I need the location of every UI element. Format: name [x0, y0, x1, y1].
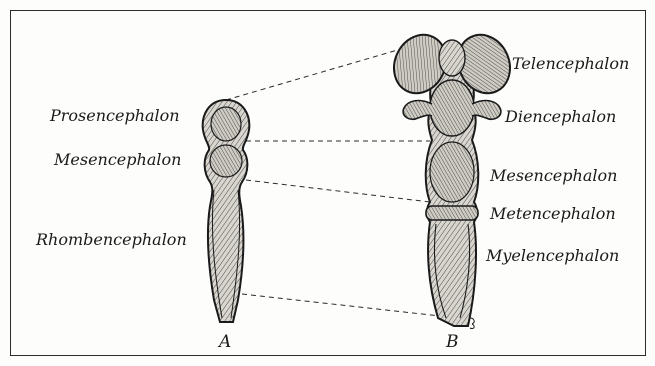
- label-diencephalon: Diencephalon: [505, 109, 616, 125]
- stage-a-brain: [203, 100, 250, 322]
- label-metencephalon: Metencephalon: [490, 206, 616, 222]
- stage-b-letter: B: [446, 334, 459, 351]
- label-mesencephalon-b: Mesencephalon: [490, 168, 617, 184]
- label-myelencephalon: Myelencephalon: [486, 248, 619, 264]
- label-telencephalon: Telencephalon: [512, 56, 629, 72]
- label-mesencephalon-a: Mesencephalon: [54, 152, 181, 168]
- label-rhombencephalon: Rhombencephalon: [36, 232, 187, 248]
- stage-a-letter: A: [219, 334, 231, 351]
- label-prosencephalon: Prosencephalon: [50, 108, 180, 124]
